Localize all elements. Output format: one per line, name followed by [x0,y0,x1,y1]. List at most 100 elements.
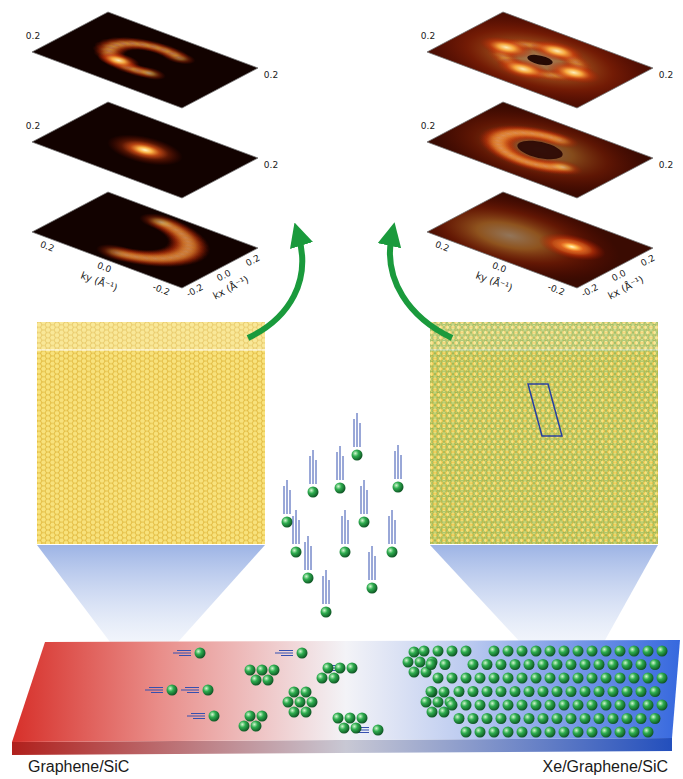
xe-atom [503,646,514,657]
xe-atom [289,687,300,698]
xe-atom [657,646,668,657]
tick-label: 0.2 [421,32,435,41]
intensity-map [427,12,653,108]
xe-atom [636,686,647,697]
xe-atom [601,700,612,711]
motion-line [375,556,376,580]
motion-line [173,653,191,654]
xe-atom [308,487,319,498]
sample-label: Graphene/SiC [28,759,129,775]
motion-line [340,446,341,480]
motion-line [287,480,288,514]
motion-line [354,419,355,447]
xe-atom [345,713,356,724]
xe-atom [559,700,570,711]
motion-line [187,716,205,717]
zoom-funnel [430,545,658,642]
sample-label: Xe/Graphene/SiC [543,759,668,775]
xe-atom [601,673,612,684]
xe-atom [447,673,458,684]
xe-atom [510,686,521,697]
xe-atom [629,673,640,684]
panel-ground [32,192,258,288]
xe-atom [608,659,619,670]
xe-atom [335,483,346,494]
tick-label: -0.2 [580,283,600,299]
xe-atom [573,700,584,711]
xe-atom [245,665,256,676]
xe-atom [419,646,430,657]
xe-atom [524,659,535,670]
xe-atom [573,646,584,657]
xe-atom [329,673,340,684]
tick-label: 0.0 [216,269,233,284]
xe-atom [615,646,626,657]
motion-line [179,655,191,656]
xe-atom [503,673,514,684]
xe-atom [482,686,493,697]
xe-atom [594,713,605,724]
panel-ground [32,102,258,198]
xe-atom [195,648,206,659]
tick-label: 0.2 [264,71,278,80]
xe-atom [566,686,577,697]
unit-cell [528,384,562,436]
motion-line [281,655,293,656]
xe-atom [524,686,535,697]
arpes-panel [32,102,258,198]
intensity-spot [523,53,557,67]
xe-atom [297,648,308,659]
intensity-spot [113,137,176,164]
xe-atom [351,723,362,734]
motion-line [326,570,327,604]
xe-atom [531,646,542,657]
motion-line [293,516,294,544]
arpes-panel [32,192,258,288]
motion-line [151,692,163,693]
honeycomb-lattice [430,322,658,544]
xe-atom [517,700,528,711]
xe-atom [447,700,458,711]
motion-line [369,552,370,580]
xe-atom [587,646,598,657]
xe-atom [323,663,334,674]
xe-atom [496,659,507,670]
xe-atom [489,727,500,738]
xe-overlayer [430,322,658,544]
xe-atom [340,547,351,558]
xe-atom [615,673,626,684]
motion-line [296,510,297,544]
motion-line [310,456,311,484]
tick-label: 0.0 [491,262,508,275]
xe-atom [643,646,654,657]
xe-atom [468,713,479,724]
motion-line [311,546,312,570]
xe-atom [454,686,465,697]
motion-line [308,536,309,570]
xe-atom [447,646,458,657]
motion-line [187,692,199,693]
xe-atom [301,687,312,698]
panel-border [32,12,258,108]
motion-line [389,516,390,544]
motion-line [177,650,191,651]
xe-atom [538,686,549,697]
tick-label: 0.2 [26,122,40,131]
xe-atom [426,659,437,670]
motion-line [275,653,293,654]
xe-atom [339,723,350,734]
axis-label: ky (Å⁻¹) [79,270,119,293]
xe-atom [531,727,542,738]
xe-atom [566,713,577,724]
xe-atom [580,713,591,724]
xe-atom [251,721,262,732]
xe-atom [468,659,479,670]
xe-atom [303,573,314,584]
motion-line [181,690,199,691]
tick-label: 0.2 [640,253,657,268]
xe-atom [373,725,384,736]
xe-atom [643,727,654,738]
tick-label: 0.2 [434,240,451,253]
tick-label: 0.0 [96,262,113,275]
